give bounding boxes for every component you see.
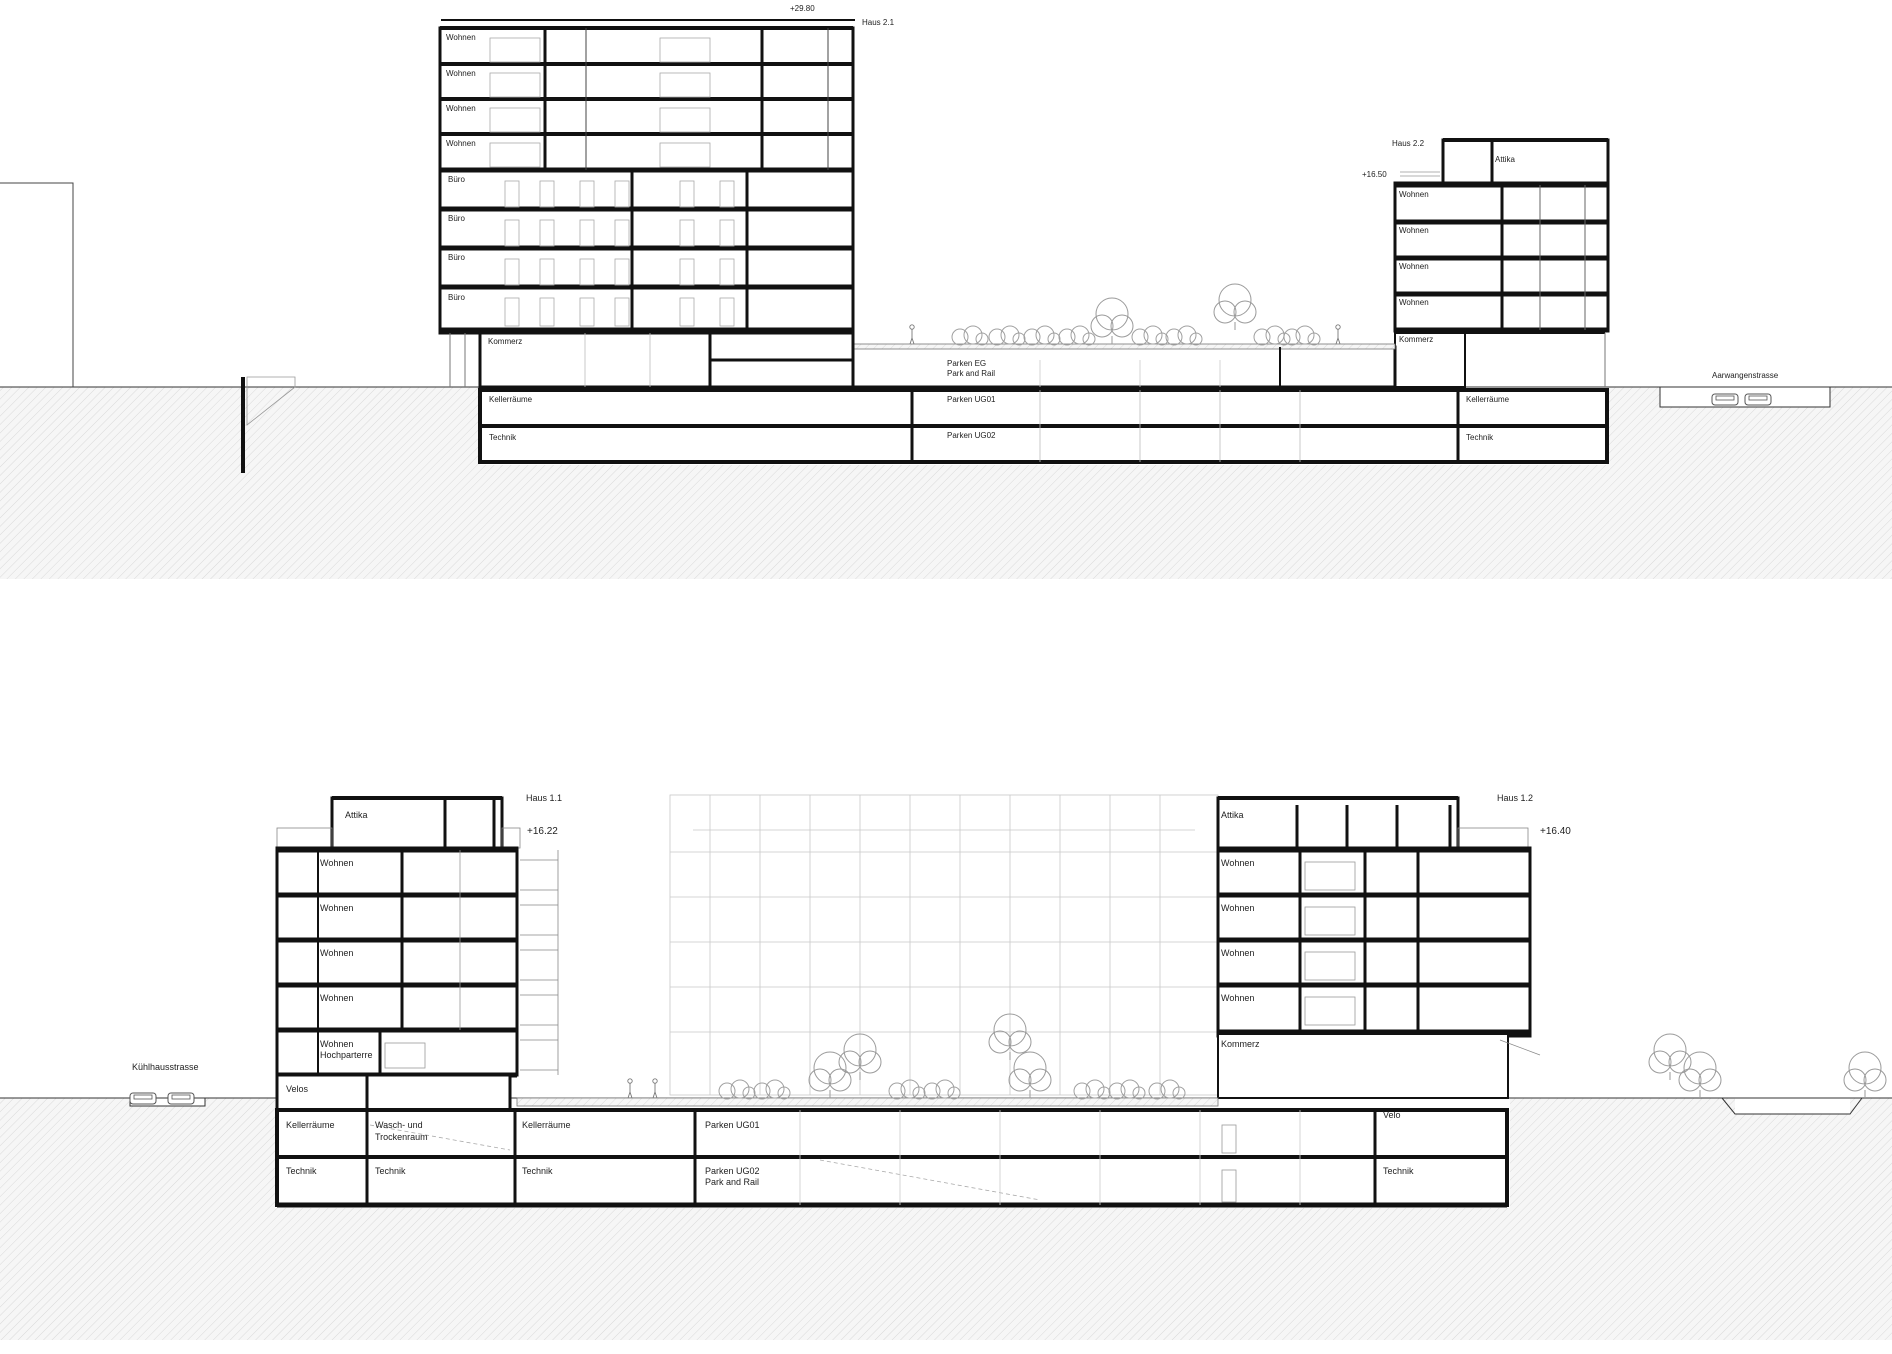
floor-label: Wohnen <box>1221 948 1254 958</box>
label-kellerraeume: Kellerräume <box>286 1120 335 1130</box>
floor-label: Wohnen <box>1399 190 1429 199</box>
floor-label: Wohnen <box>1399 262 1429 271</box>
floor-label: Wohnen <box>1221 993 1254 1003</box>
floor-label: Büro <box>448 175 465 184</box>
label-parken-ug02: Parken UG02 <box>705 1166 760 1176</box>
level-haus-1-2: +16.40 <box>1540 826 1571 837</box>
label-technik: Technik <box>1466 433 1494 442</box>
upper-basement <box>478 388 1609 464</box>
label-park-and-rail: Park and Rail <box>947 369 995 378</box>
floor-label: Wohnen <box>1221 858 1254 868</box>
label-kuehlhausstrasse: Kühlhausstrasse <box>132 1062 199 1072</box>
lower-basement <box>275 1073 1509 1208</box>
aarwangenstrasse-road <box>1610 386 1892 408</box>
label-parken-ug01: Parken UG01 <box>705 1120 760 1130</box>
background-elevation <box>669 794 1219 1096</box>
label-wasch-und: Wasch- und <box>375 1120 423 1130</box>
floor-label: Wohnen <box>320 858 353 868</box>
label-haus-1-1: Haus 1.1 <box>526 793 562 803</box>
floor-label: Büro <box>448 253 465 262</box>
label-technik: Technik <box>1383 1166 1414 1176</box>
floor-label: Wohnen <box>446 139 476 148</box>
label-park-and-rail: Park and Rail <box>705 1177 759 1187</box>
label-wohnen-hochparterre: Wohnen <box>320 1039 353 1049</box>
floor-label: Büro <box>448 214 465 223</box>
floor-label: Wohnen <box>320 948 353 958</box>
label-technik: Technik <box>375 1166 406 1176</box>
floor-label: Wohnen <box>320 903 353 913</box>
floor-label: Wohnen <box>1399 298 1429 307</box>
label-hochparterre: Hochparterre <box>320 1050 373 1060</box>
floor-label: Büro <box>448 293 465 302</box>
floor-label: Wohnen <box>446 69 476 78</box>
labels: +29.80 Haus 2.1 Wohnen Wohnen Wohnen Woh… <box>132 4 1779 1187</box>
label-kommerz: Kommerz <box>1399 335 1433 344</box>
ditch <box>1721 1097 1863 1115</box>
label-parken-eg: Parken EG <box>947 359 986 368</box>
label-trockenraum: Trockenraum <box>375 1132 428 1142</box>
haus-2-1 <box>438 19 855 389</box>
label-haus-1-2: Haus 1.2 <box>1497 793 1533 803</box>
level-haus-1-1: +16.22 <box>527 826 558 837</box>
label-attika: Attika <box>1495 155 1516 164</box>
lower-section <box>0 794 1892 1340</box>
label-attika: Attika <box>1221 810 1244 820</box>
label-kellerraeume: Kellerräume <box>522 1120 571 1130</box>
level-haus-2-1: +29.80 <box>790 4 815 13</box>
label-haus-2-2: Haus 2.2 <box>1392 139 1425 148</box>
haus-2-2 <box>1393 138 1610 388</box>
label-kommerz: Kommerz <box>488 337 522 346</box>
kuehlhausstrasse-road <box>0 1097 206 1107</box>
label-aarwangenstrasse: Aarwangenstrasse <box>1712 371 1779 380</box>
label-technik: Technik <box>489 433 517 442</box>
floor-label: Wohnen <box>320 993 353 1003</box>
lower-ditch-cut <box>1735 1098 1850 1114</box>
upper-vegetation <box>909 283 1341 346</box>
floor-label: Wohnen <box>1399 226 1429 235</box>
label-kellerraeume: Kellerräume <box>489 395 533 404</box>
ramp <box>246 376 296 426</box>
lower-road-cut <box>130 1098 205 1106</box>
label-haus-2-1: Haus 2.1 <box>862 18 895 27</box>
haus-1-2 <box>1216 796 1541 1099</box>
label-parken-ug02: Parken UG02 <box>947 431 996 440</box>
label-velos: Velos <box>286 1084 309 1094</box>
parking-eg-deck <box>708 331 1397 389</box>
label-technik: Technik <box>286 1166 317 1176</box>
courtyard-deck <box>516 1097 1219 1107</box>
label-technik: Technik <box>522 1166 553 1176</box>
level-haus-2-2: +16.50 <box>1362 170 1387 179</box>
neighbour-building-outline <box>0 182 74 387</box>
upper-section <box>0 19 1892 579</box>
label-kommerz: Kommerz <box>1221 1039 1260 1049</box>
label-velo: Velo <box>1383 1110 1401 1120</box>
haus-1-1 <box>275 796 559 1078</box>
label-parken-ug01: Parken UG01 <box>947 395 996 404</box>
label-kellerraeume: Kellerräume <box>1466 395 1510 404</box>
floor-label: Wohnen <box>446 33 476 42</box>
floor-label: Wohnen <box>446 104 476 113</box>
label-attika: Attika <box>345 810 368 820</box>
floor-label: Wohnen <box>1221 903 1254 913</box>
